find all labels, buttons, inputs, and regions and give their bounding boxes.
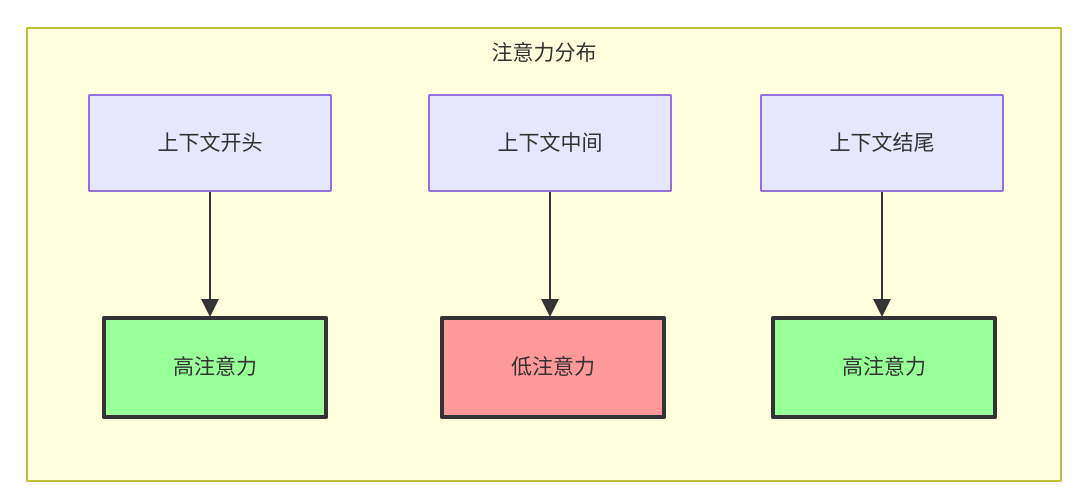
- node-high-attention-end[interactable]: 高注意力: [771, 316, 997, 419]
- node-label: 上下文中间: [497, 131, 603, 155]
- node-context-start[interactable]: 上下文开头: [88, 94, 332, 192]
- node-context-middle[interactable]: 上下文中间: [428, 94, 672, 192]
- node-label: 高注意力: [842, 356, 926, 379]
- subgraph-title: 注意力分布: [491, 42, 597, 65]
- node-label: 高注意力: [173, 356, 257, 379]
- node-label: 上下文结尾: [829, 131, 935, 155]
- node-label: 上下文开头: [157, 131, 263, 155]
- node-label: 低注意力: [511, 356, 595, 379]
- node-context-end[interactable]: 上下文结尾: [760, 94, 1004, 192]
- node-low-attention-middle[interactable]: 低注意力: [440, 316, 666, 419]
- node-high-attention-start[interactable]: 高注意力: [102, 316, 328, 419]
